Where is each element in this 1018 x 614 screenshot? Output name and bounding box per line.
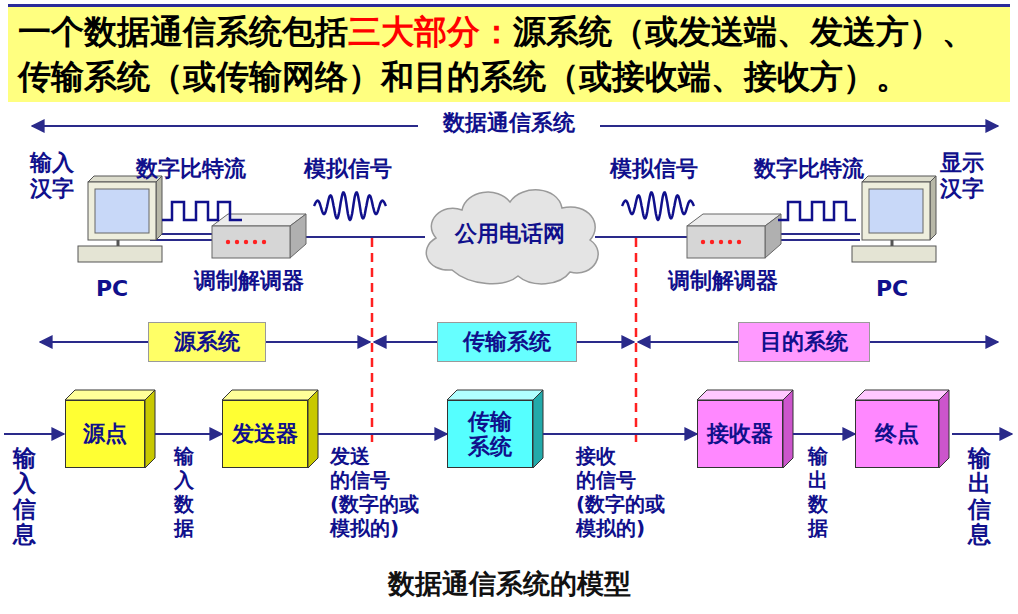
box-top-face	[855, 390, 949, 400]
cloud-outline	[426, 190, 598, 284]
sine-wave	[314, 193, 386, 221]
boundary-line	[635, 238, 638, 448]
modem-icon	[687, 214, 781, 258]
text-label: PC	[876, 276, 908, 302]
block-box: 终点	[855, 400, 939, 468]
text-label: 调制解调器	[668, 268, 778, 294]
block-box: 接收器	[697, 400, 783, 468]
connector-arrow	[793, 433, 855, 435]
node-text: 传输系统	[463, 329, 551, 354]
box-top-face	[222, 390, 318, 400]
wire	[595, 236, 687, 238]
node-text: 源点	[83, 421, 127, 446]
text-label: PC	[96, 276, 128, 302]
box-side-face	[145, 390, 155, 468]
connector-arrow	[155, 433, 222, 435]
block-box: 传输 系统	[447, 400, 533, 468]
connector-arrow	[318, 433, 447, 435]
wire	[305, 236, 425, 238]
text-label: 数据通信系统	[418, 110, 600, 136]
text-label: 输出信息	[968, 446, 991, 547]
square-wave	[162, 202, 242, 220]
node-text: 传输 系统	[466, 409, 514, 460]
caption: 数据通信系统的模型	[0, 566, 1018, 602]
system-label-box: 传输系统	[437, 322, 577, 362]
box-top-face	[65, 390, 155, 400]
node-text: 接收器	[707, 421, 773, 446]
pc-icon	[852, 176, 936, 262]
box-top-face	[447, 390, 543, 400]
square-wave	[778, 202, 856, 220]
pc-icon	[78, 176, 162, 262]
node-text: 三大部分：	[348, 12, 513, 51]
node-text: 公用电话网	[455, 221, 565, 246]
block-box: 发送器	[222, 400, 308, 468]
edge-label: 输出数据	[808, 444, 828, 540]
wire	[775, 233, 860, 235]
boundary-line	[371, 238, 374, 448]
node-text: 发送器	[232, 421, 298, 446]
box-side-face	[783, 390, 793, 468]
box-side-face	[939, 390, 949, 468]
wire	[775, 239, 860, 241]
modem-icon	[212, 214, 306, 258]
wire	[150, 239, 212, 241]
text-label: 模拟信号	[304, 156, 392, 182]
system-label-box: 目的系统	[738, 322, 870, 362]
text-label: 显示 汉字	[940, 150, 990, 203]
edge-label: 输入数据	[174, 444, 194, 540]
flow-arrow	[4, 433, 64, 435]
flow-arrow	[952, 433, 1012, 435]
text-label: 输入 汉字	[30, 150, 80, 203]
box-side-face	[308, 390, 318, 468]
edge-label: 接收 的信号 (数字的或 模拟的)	[576, 444, 676, 540]
block-box: 源点	[65, 400, 145, 468]
network-cloud: 公用电话网	[412, 178, 608, 290]
connector-arrow	[543, 433, 697, 435]
text-label: 输入信息	[13, 446, 36, 547]
text-banner: 一个数据通信系统包括三大部分：源系统（或发送端、发送方）、传输系统（或传输网络）…	[8, 4, 1010, 102]
node-text: 目的系统	[760, 329, 848, 354]
node-text: 一个数据通信系统包括	[18, 12, 348, 51]
text-label: 数字比特流	[754, 156, 864, 182]
edge-label: 发送 的信号 (数字的或 模拟的)	[330, 444, 430, 540]
box-top-face	[697, 390, 793, 400]
node-text: 终点	[875, 421, 919, 446]
text-label: 模拟信号	[610, 156, 698, 182]
system-label-box: 源系统	[148, 322, 266, 362]
box-side-face	[533, 390, 543, 468]
text-label: 数字比特流	[136, 156, 246, 182]
text-label: 调制解调器	[194, 268, 304, 294]
sine-wave	[622, 193, 694, 221]
node-text: 源系统	[174, 329, 240, 354]
